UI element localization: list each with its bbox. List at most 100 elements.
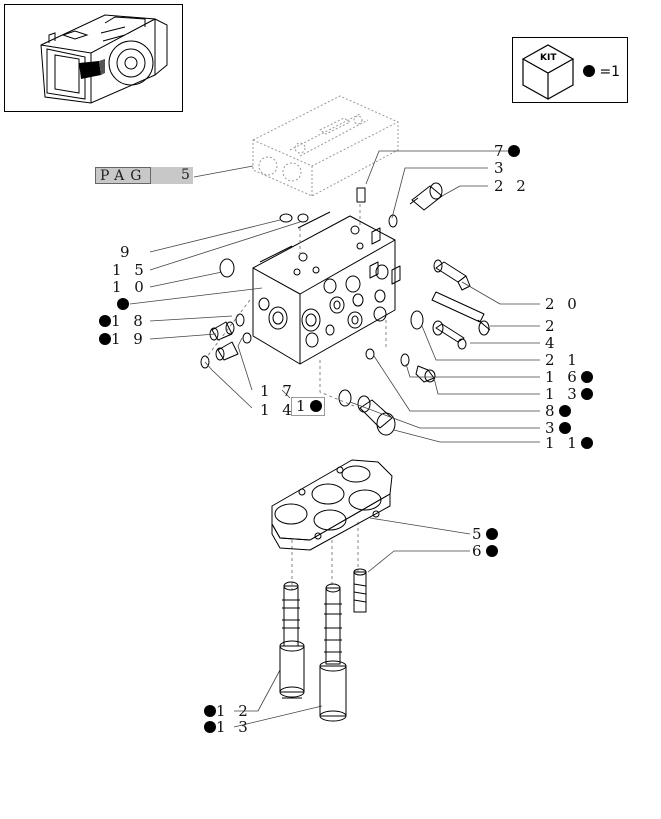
kit-dot-icon bbox=[558, 405, 571, 417]
o-ring-14 bbox=[200, 355, 210, 369]
callout-text: 9 bbox=[120, 243, 134, 261]
callout-text: 1 7 bbox=[260, 382, 296, 400]
callout-13-right: 1 3 bbox=[545, 387, 593, 402]
callout-text: 8 bbox=[545, 402, 559, 420]
adapter-plate-5 bbox=[271, 459, 393, 551]
callout-12: 1 2 bbox=[204, 704, 252, 719]
kit-dot-icon bbox=[507, 145, 520, 157]
callout-text: 1 3 bbox=[545, 385, 581, 403]
callout-text: 1 3 bbox=[216, 718, 252, 736]
o-ring-9 bbox=[279, 213, 293, 223]
callout-3b: 3 bbox=[545, 421, 571, 436]
pin-8 bbox=[365, 348, 375, 360]
callout-3: 3 bbox=[494, 161, 508, 176]
callout-10: 1 0 bbox=[112, 280, 148, 295]
callout-13: 1 3 bbox=[204, 720, 252, 735]
callout-text: 1 8 bbox=[111, 312, 147, 330]
kit-dot-icon bbox=[580, 437, 593, 449]
callout-text: 3 bbox=[545, 419, 559, 437]
o-ring-10 bbox=[219, 258, 235, 278]
kit-label: KIT bbox=[540, 53, 557, 63]
reference-valve-block bbox=[252, 95, 399, 197]
callout-5: 5 bbox=[472, 527, 498, 542]
callout-text: 6 bbox=[472, 542, 486, 560]
bullet-icon bbox=[583, 65, 595, 77]
plug-13 bbox=[415, 365, 436, 383]
locator-thumbnail bbox=[4, 4, 183, 112]
solenoid-valve-12 bbox=[279, 581, 305, 699]
callout-16: 1 6 bbox=[545, 370, 593, 385]
o-ring-15 bbox=[297, 213, 309, 223]
callout-15: 1 5 bbox=[112, 263, 148, 278]
callout-14: 1 4 bbox=[260, 403, 296, 418]
callout-text: 4 bbox=[545, 334, 559, 352]
kit-dot-icon bbox=[485, 528, 498, 540]
pressure-sensor-20 bbox=[433, 259, 471, 291]
screw-2 bbox=[431, 291, 491, 336]
kit-dot-icon bbox=[580, 371, 593, 383]
callout-6: 6 bbox=[472, 544, 498, 559]
fitting-4 bbox=[432, 320, 467, 350]
kit-box-icon bbox=[521, 44, 575, 101]
callout-text: 1 2 bbox=[216, 702, 252, 720]
callout-18-left: 1 8 bbox=[99, 314, 147, 329]
kit-dot-icon bbox=[485, 545, 498, 557]
page-reference[interactable]: PAG 5 bbox=[95, 167, 193, 184]
fitting-18 bbox=[209, 321, 235, 341]
callout-text: 2 bbox=[545, 317, 559, 335]
callout-text: 1 1 bbox=[545, 434, 581, 452]
sleeve-part bbox=[356, 187, 366, 203]
kit-dot-icon bbox=[99, 333, 111, 345]
solenoid-valve-13 bbox=[319, 583, 347, 722]
callout-text: 1 5 bbox=[112, 261, 148, 279]
callout-11: 1 1 bbox=[545, 436, 593, 451]
callout-4: 4 bbox=[545, 336, 559, 351]
page-reference-number: 5 bbox=[181, 167, 196, 183]
kit-dot-icon bbox=[99, 315, 111, 327]
o-ring-16 bbox=[400, 353, 410, 367]
o-ring-17 bbox=[242, 332, 252, 344]
callout-8: 8 bbox=[545, 404, 571, 419]
callout-19-left: 1 9 bbox=[99, 332, 147, 347]
plug-11 bbox=[357, 395, 396, 436]
kit-equals-note: =1 bbox=[583, 64, 620, 80]
callout-7: 7 bbox=[494, 144, 520, 159]
main-valve-block bbox=[252, 211, 401, 365]
callout-22: 2 2 bbox=[494, 179, 530, 194]
callout-17: 1 7 bbox=[260, 384, 296, 399]
callout-1: 1 bbox=[291, 397, 325, 416]
callout-text: 2 2 bbox=[494, 177, 530, 195]
kit-dot-icon bbox=[309, 400, 322, 412]
callout-text: 5 bbox=[472, 525, 486, 543]
gearbox-thumbnail-drawing bbox=[40, 14, 168, 104]
kit-equals-text: =1 bbox=[599, 64, 621, 80]
o-ring-1 bbox=[235, 313, 245, 327]
callout-dot-only bbox=[117, 297, 129, 312]
callout-21: 2 1 bbox=[545, 353, 581, 368]
fitting-22 bbox=[409, 182, 443, 211]
callout-text: 1 6 bbox=[545, 368, 581, 386]
callout-text: 1 bbox=[296, 397, 310, 415]
callout-text: 1 0 bbox=[112, 278, 148, 296]
screw-6 bbox=[353, 568, 367, 613]
callout-2: 2 bbox=[545, 319, 559, 334]
kit-dot-icon bbox=[117, 298, 129, 310]
callout-text: 1 9 bbox=[111, 330, 147, 348]
callout-text: 1 4 bbox=[260, 401, 296, 419]
callout-text: 7 bbox=[494, 142, 508, 160]
kit-dot-icon bbox=[204, 705, 216, 717]
o-ring-7 bbox=[388, 214, 398, 228]
callout-text: 2 1 bbox=[545, 351, 581, 369]
callout-20: 2 0 bbox=[545, 297, 581, 312]
o-ring-21 bbox=[410, 310, 424, 330]
page-reference-prefix: PAG bbox=[95, 167, 151, 184]
kit-dot-icon bbox=[558, 422, 571, 434]
kit-dot-icon bbox=[204, 721, 216, 733]
fitting-19 bbox=[215, 341, 239, 361]
o-ring-3b bbox=[338, 389, 352, 407]
callout-text: 3 bbox=[494, 159, 508, 177]
kit-dot-icon bbox=[580, 388, 593, 400]
callout-9: 9 bbox=[120, 245, 134, 260]
callout-text: 2 0 bbox=[545, 295, 581, 313]
